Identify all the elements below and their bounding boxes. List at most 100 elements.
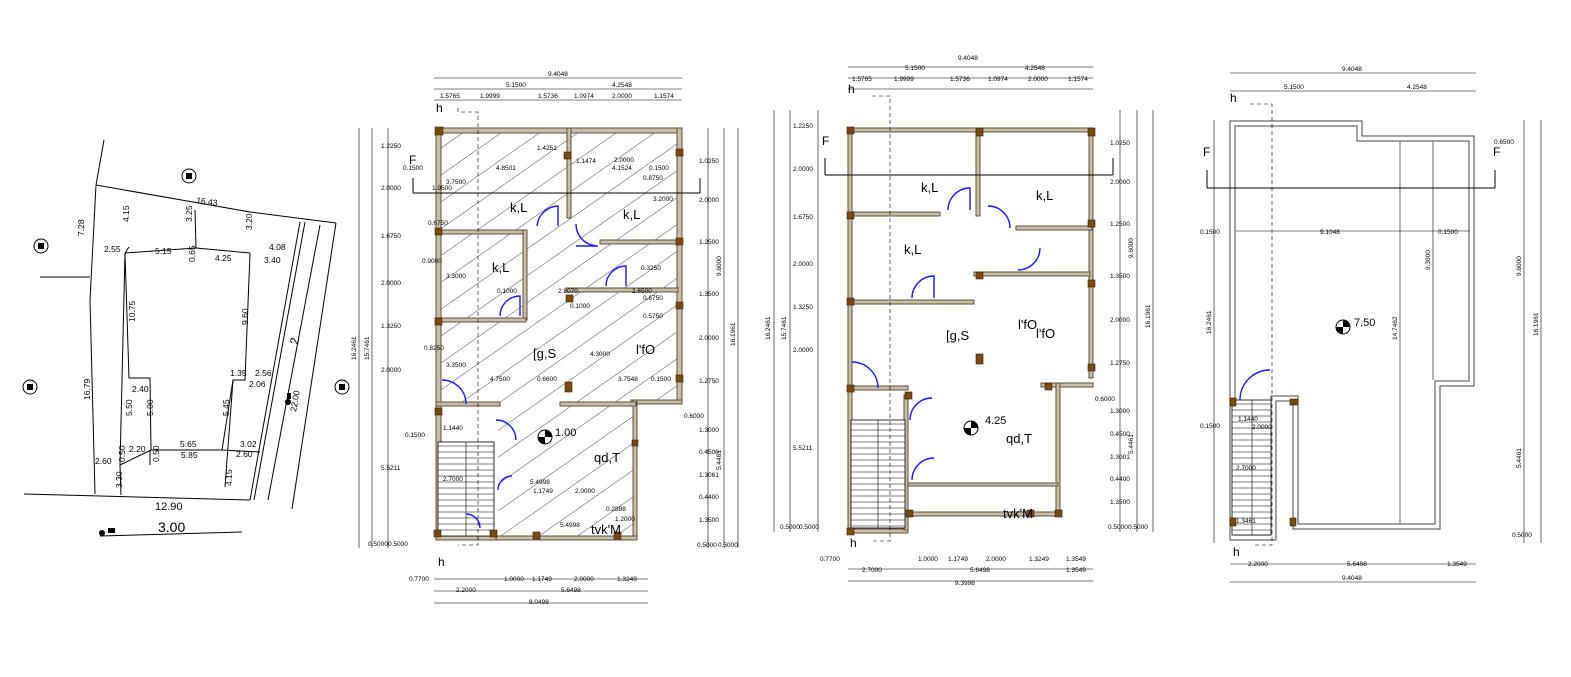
svg-text:3.2000: 3.2000 — [653, 196, 673, 203]
dim-text: 9.6000 — [716, 256, 723, 276]
dim-text: 1.1749 — [532, 576, 552, 583]
svg-text:0.1500: 0.1500 — [405, 432, 425, 439]
svg-text:0.1000: 0.1000 — [497, 288, 517, 295]
section-label: h — [850, 536, 857, 550]
door-swings — [441, 205, 627, 529]
room-label: l'fO — [1036, 326, 1055, 341]
walls — [435, 127, 683, 541]
dim-text: 9.4048 — [548, 71, 568, 78]
room-label: [g,S — [533, 346, 556, 361]
svg-text:2.0000: 2.0000 — [614, 157, 634, 164]
dim-text: 2.7000 — [862, 567, 882, 574]
site-dim: 3.20 — [244, 213, 254, 230]
site-dim: 2.40 — [132, 384, 149, 394]
svg-text:2.8070: 2.8070 — [558, 288, 578, 295]
level-value: 7.50 — [1354, 317, 1375, 329]
dim-text: 9.6000 — [1128, 238, 1135, 258]
dim-text: 0.4500 — [1110, 431, 1130, 438]
dim-text: 4.2548 — [1025, 65, 1045, 72]
site-dim: 5.15 — [155, 246, 172, 256]
site-dim: 0.50 — [151, 445, 161, 462]
site-dim: 2.60 — [236, 449, 253, 459]
site-dim: 5.65 — [180, 439, 197, 449]
dim-text: 5.4461 — [1516, 448, 1523, 468]
dim-text: 0.4400 — [699, 494, 719, 501]
room-label: k,L — [510, 200, 527, 215]
dim-text: 1.3000 — [699, 427, 719, 434]
dim-text: 1.3250 — [793, 304, 813, 311]
dim-text: 9.6000 — [1516, 256, 1523, 276]
section-label: h — [436, 101, 443, 115]
dim-text: 2.0000 — [1252, 424, 1272, 431]
dim-text: 15.7461 — [364, 336, 371, 360]
dim-text: 5.6498 — [1347, 561, 1367, 568]
svg-text:0.3250: 0.3250 — [641, 265, 661, 272]
site-dim: 1.35 — [230, 368, 247, 378]
room-label: qd,T — [1006, 431, 1032, 446]
road-marker-icon — [285, 393, 291, 405]
site-dim: 9.60 — [240, 308, 250, 325]
dim-text: 5.4461 — [1128, 434, 1135, 454]
dim-text: 1.3001 — [1110, 454, 1130, 461]
dim-text: 1.5765 — [852, 76, 872, 83]
dim-text: 16.1961 — [1533, 312, 1540, 336]
room-label: k,L — [1036, 188, 1053, 203]
svg-text:4.8501: 4.8501 — [496, 165, 516, 172]
dim-text: 0.6000 — [1095, 396, 1115, 403]
dim-text: 0.5000 — [697, 542, 717, 549]
svg-text:0.9000: 0.9000 — [422, 258, 442, 265]
dim-text: 9.4048 — [1342, 575, 1362, 582]
dim-text: 1.3249 — [1029, 556, 1049, 563]
dim-text: 1.3250 — [381, 323, 401, 330]
dim-text: 1.3549 — [1066, 556, 1086, 563]
dim-text: 2.0000 — [793, 347, 813, 354]
site-dim: 7.28 — [76, 219, 86, 236]
site-dim: 12.90 — [155, 501, 183, 513]
dim-text: 1.0000 — [504, 576, 524, 583]
dim-text: 9.4048 — [958, 55, 978, 62]
dim-text: 1.2750 — [1110, 360, 1130, 367]
site-dim: 22.00 — [288, 389, 302, 412]
dim-text: 1.3549 — [1066, 567, 1086, 574]
site-dim: 4.08 — [269, 242, 286, 252]
dim-text: 1.3500 — [699, 291, 719, 298]
dim-text: 4.2548 — [612, 82, 632, 89]
dim-text: 1.3461 — [1236, 518, 1256, 525]
dim-text: 1.0250 — [699, 158, 719, 165]
columns — [846, 126, 1096, 536]
dim-text: 5.5211 — [381, 465, 401, 472]
dim-text: 16.2461 — [1206, 310, 1213, 334]
dim-text: 2.2000 — [456, 587, 476, 594]
site-dim: 3.30 — [114, 471, 124, 488]
dim-text: 0.5000 — [799, 524, 819, 531]
dim-text: 2.0000 — [381, 367, 401, 374]
dim-text: 2.0000 — [381, 185, 401, 192]
site-dim: 5.45 — [221, 399, 231, 416]
dim-text: 1.1440 — [1238, 416, 1258, 423]
dim-text: 16.1961 — [730, 322, 737, 346]
dim-text: 2.0000 — [574, 576, 594, 583]
level-marker-icon — [537, 429, 553, 445]
dim-text: 0.1500 — [1200, 423, 1220, 430]
columns — [433, 126, 684, 540]
north-arrow-icon — [99, 528, 115, 536]
dim-text: 2.0000 — [793, 166, 813, 173]
section-label: F — [1203, 145, 1210, 159]
section-label: h — [438, 555, 445, 569]
dim-text: 5.6498 — [970, 567, 990, 574]
dim-text: 9.1048 — [1320, 229, 1340, 236]
dim-text: 14.7462 — [1392, 316, 1399, 340]
staircase — [850, 419, 906, 529]
svg-text:2.7000: 2.7000 — [443, 476, 463, 483]
room-label: k,L — [921, 180, 938, 195]
dim-text: 1.3249 — [617, 576, 637, 583]
svg-text:1.1749: 1.1749 — [533, 488, 553, 495]
dim-text: 0.4500 — [699, 449, 719, 456]
svg-text:5.4998: 5.4998 — [530, 479, 550, 486]
room-label: [g,S — [946, 328, 969, 343]
dim-text: 1.3500 — [1110, 273, 1130, 280]
dim-text: 1.2250 — [793, 123, 813, 130]
dim-text: 1.2500 — [699, 239, 719, 246]
dim-text: 1.3549 — [1447, 561, 1467, 568]
section-label: h — [1230, 91, 1237, 105]
